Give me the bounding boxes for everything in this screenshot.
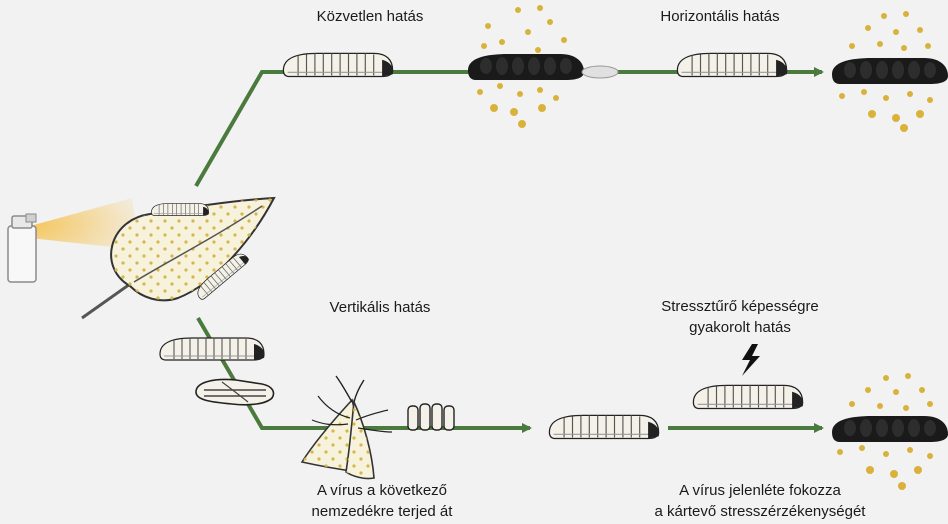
direct-effect-label: Közvetlen hatás (300, 6, 440, 27)
dead-caterpillar-icon (832, 58, 948, 84)
horizontal-effect-label: Horizontális hatás (640, 6, 800, 27)
virus-presence-line-1: A vírus jelenléte fokozza (610, 480, 910, 501)
pathway-lines (196, 72, 822, 428)
caterpillar-icon (693, 385, 803, 408)
dead-caterpillar-icon (468, 54, 584, 80)
vertical-effect-label: Vertikális hatás (305, 297, 455, 318)
lightning-icon (742, 344, 760, 376)
exuvia-icon (582, 66, 618, 78)
virus-spread-line-2: nemzedékre terjed át (282, 501, 482, 522)
caterpillar-icon (160, 338, 265, 360)
dead-caterpillar-icon (832, 416, 948, 442)
stress-effect-label: Stressztűrő képességre gyakorolt hatás (640, 296, 840, 338)
virus-spread-line-1: A vírus a következő (282, 480, 482, 501)
caterpillar-icon (677, 53, 787, 76)
pupa-icon (196, 380, 274, 405)
virus-presence-label: A vírus jelenléte fokozza a kártevő stre… (610, 480, 910, 522)
caterpillar-icon (549, 415, 659, 438)
stress-effect-line-1: Stressztűrő képességre (640, 296, 840, 317)
caterpillar-icon (283, 53, 393, 76)
caterpillar-icon (151, 203, 208, 215)
virus-presence-line-2: a kártevő stresszérzékenységét (610, 501, 910, 522)
stress-effect-line-2: gyakorolt hatás (640, 317, 840, 338)
upper-pathway-arrow (196, 72, 822, 186)
virus-spread-label: A vírus a következő nemzedékre terjed át (282, 480, 482, 522)
lower-pathway-arrow-1 (198, 318, 530, 428)
